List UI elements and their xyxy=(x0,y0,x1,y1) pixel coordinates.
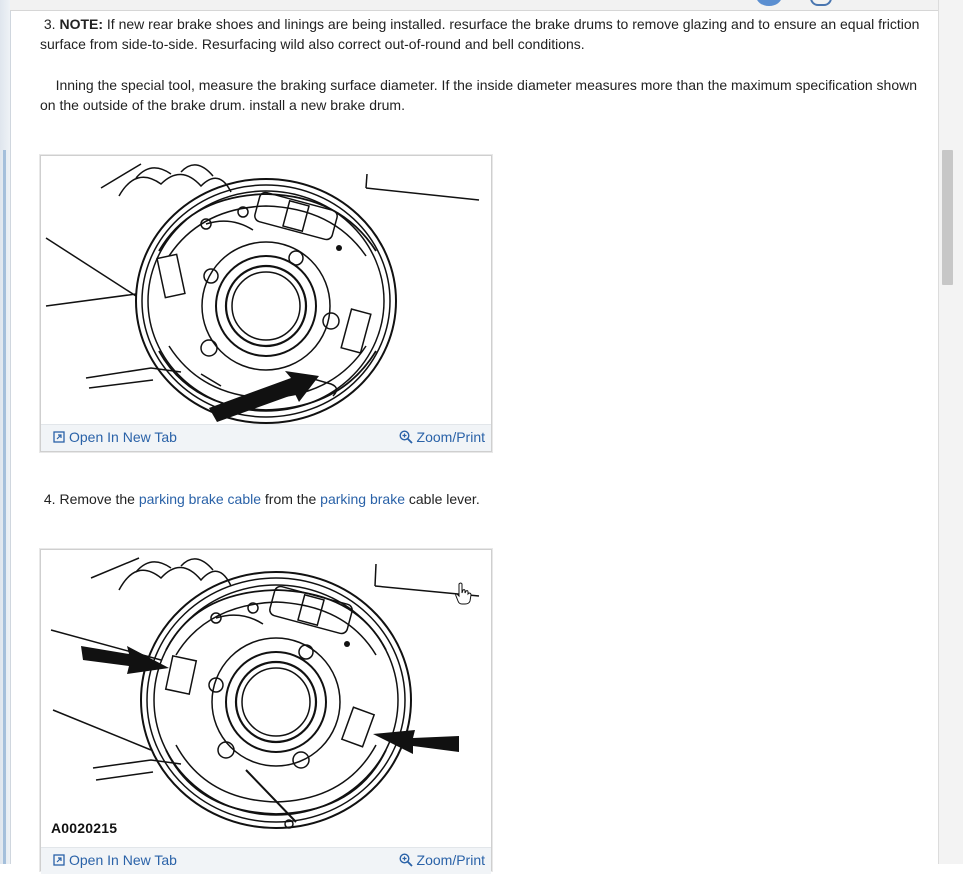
scrollbar-thumb[interactable] xyxy=(942,150,953,285)
open-in-new-tab-link[interactable]: Open In New Tab xyxy=(53,429,177,445)
zoom-print-label: Zoom/Print xyxy=(416,852,485,868)
window-left-edge xyxy=(0,0,11,864)
figure-caption: A0020215 xyxy=(51,820,118,836)
open-in-new-tab-icon xyxy=(53,854,65,866)
open-in-new-tab-icon xyxy=(53,431,65,443)
open-in-new-tab-label: Open In New Tab xyxy=(69,429,177,445)
step-4-text-after: cable lever. xyxy=(405,491,480,507)
note-label: NOTE: xyxy=(59,16,104,32)
brake-diagram-1 xyxy=(45,163,480,424)
step-4-text-before: Remove the xyxy=(55,491,139,507)
step-3-text: If new rear brake shoes and linings are … xyxy=(40,16,920,52)
zoom-print-link[interactable]: Zoom/Print xyxy=(399,429,485,445)
vertical-scrollbar[interactable] xyxy=(938,0,963,864)
open-in-new-tab-label: Open In New Tab xyxy=(69,852,177,868)
parking-brake-link[interactable]: parking brake xyxy=(320,491,405,507)
figure-brake-drum-1: Open In New Tab Zoom/Print xyxy=(40,155,492,452)
top-toolbar-strip xyxy=(10,0,938,11)
step-4-paragraph: 4. Remove the parking brake cable from t… xyxy=(40,489,930,509)
open-in-new-tab-link[interactable]: Open In New Tab xyxy=(53,852,177,868)
figure-1-toolbar: Open In New Tab Zoom/Print xyxy=(41,424,491,451)
figure-2-toolbar: Open In New Tab Zoom/Print xyxy=(41,847,491,874)
tool-icon[interactable] xyxy=(810,0,832,6)
parking-brake-cable-link[interactable]: parking brake cable xyxy=(138,491,262,507)
user-badge-icon[interactable] xyxy=(756,0,782,6)
step-3-paragraph: 3. NOTE: If new rear brake shoes and lin… xyxy=(40,14,930,54)
step-4-text-mid: from the xyxy=(261,491,321,507)
hand-cursor-icon xyxy=(455,582,472,605)
brake-diagram-2 xyxy=(50,557,480,829)
left-accent xyxy=(3,150,6,864)
step-4-number: 4. xyxy=(43,491,56,507)
zoom-icon xyxy=(399,430,413,444)
measure-paragraph: Inning the special tool, measure the bra… xyxy=(40,75,930,115)
zoom-print-link[interactable]: Zoom/Print xyxy=(399,852,485,868)
zoom-print-label: Zoom/Print xyxy=(416,429,485,445)
step-3-number: 3. xyxy=(43,16,56,32)
zoom-icon xyxy=(399,853,413,867)
measure-text: Inning the special tool, measure the bra… xyxy=(40,77,917,113)
figure-brake-drum-2: A0020215 Open In New Tab Zoom/Print xyxy=(40,549,492,874)
